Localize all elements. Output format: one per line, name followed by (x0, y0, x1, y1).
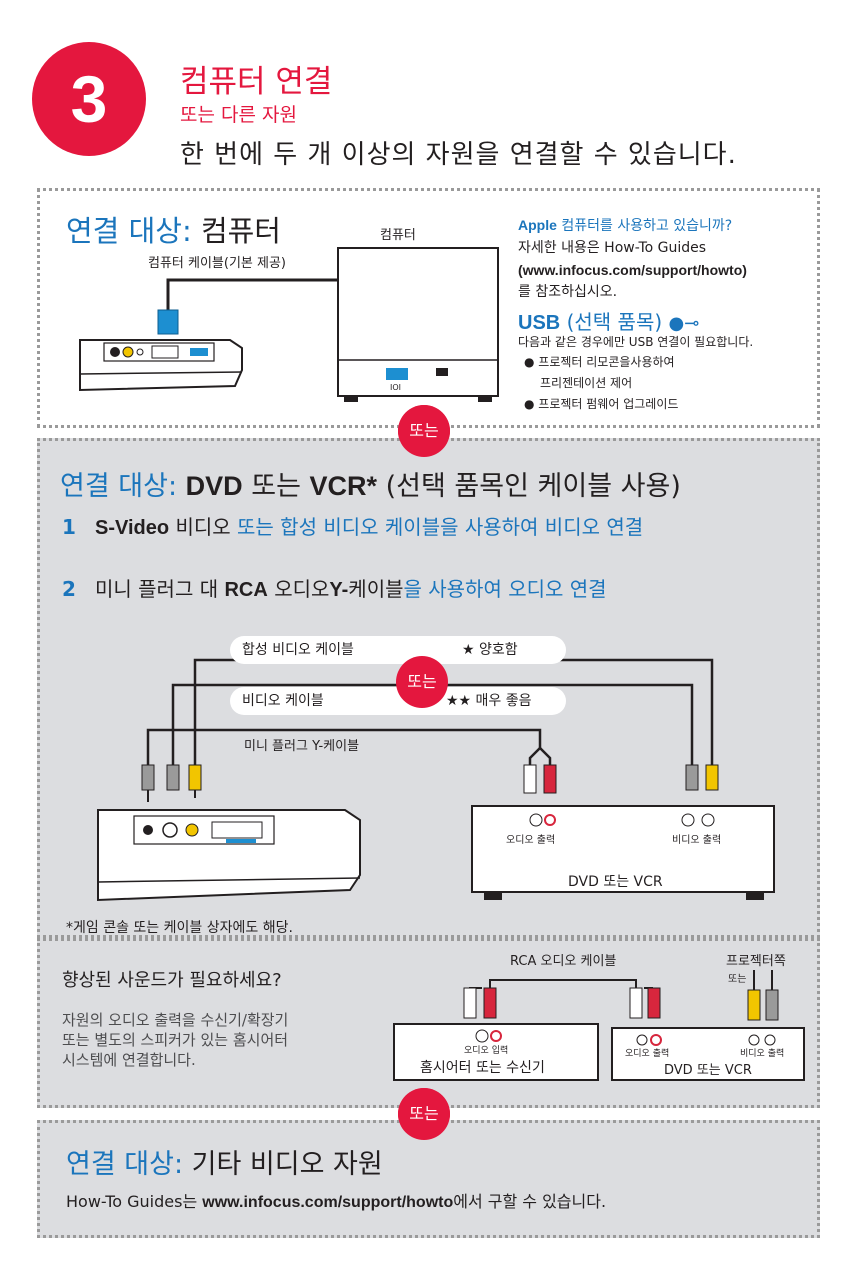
usb-icon: ●⊸ (668, 313, 700, 334)
dvd-heading-bold: DVD (185, 471, 243, 501)
rca-cable-label: RCA 오디오 케이블 (510, 954, 617, 969)
step-subtitle: 또는 다른 자원 (180, 104, 297, 126)
sound-diagram (393, 970, 805, 1081)
other-source-panel (37, 1120, 820, 1238)
dvd-heading-prefix: 연결 대상: (60, 471, 178, 502)
computer-connection-diagram: IOI (79, 247, 499, 402)
dvd-device-label: DVD 또는 VCR (568, 874, 663, 890)
usb-bullet-1: ● 프로젝터 리모콘을사용하여 (524, 355, 675, 369)
sound-body: 자원의 오디오 출력을 수신기/확장기 또는 별도의 스피커가 있는 홈시어터 … (62, 1011, 289, 1069)
heading-prefix: 연결 대상: (66, 214, 192, 248)
dvd-video-out-label: 비디오 출력 (672, 835, 722, 846)
sound-dvd-label: DVD 또는 VCR (664, 1063, 752, 1078)
dvd-heading-mid: 또는 (251, 471, 301, 502)
sound-dvd-audio-out: 오디오 출력 (625, 1049, 670, 1059)
dvd-step-2: 2 미니 플러그 대 RCA 오디오Y-케이블을 사용하여 오디오 연결 (62, 577, 607, 601)
or-badge-1-top: 또는 (398, 405, 450, 457)
miniplug-cable-label: 미니 플러그 Y-케이블 (244, 739, 360, 754)
usb-bullet-list: ● 프로젝터 리모콘을사용하여 프리젠테이션 제어 ● 프로젝터 펌웨어 업그레… (524, 352, 678, 415)
or-badge-cables: 또는 (396, 656, 448, 708)
svg-text:IOI: IOI (390, 383, 401, 392)
apple-url[interactable]: (www.infocus.com/support/howto) (518, 262, 747, 278)
usb-description: 다음과 같은 경우에만 USB 연결이 필요합니다. (518, 335, 754, 349)
step-title: 컴퓨터 연결 (180, 64, 333, 100)
usb-title-bold: USB (518, 312, 561, 334)
other-howto-url[interactable]: www.infocus.com/support/howto (202, 1194, 454, 1211)
composite-cable-label: 합성 비디오 케이블 ★ 양호함 (230, 636, 566, 664)
usb-bullet-1-cont: 프리젠테이션 제어 (540, 376, 633, 390)
or-small-label: 또는 (728, 974, 747, 985)
projector-side-label: 프로젝터쪽 (726, 954, 786, 969)
step-number-badge: 3 (32, 42, 146, 156)
dvd-heading: 연결 대상: DVD 또는 VCR* (선택 품목인 케이블 사용) (60, 464, 681, 503)
dvd-illustration (471, 805, 775, 900)
other-heading: 연결 대상: 기타 비디오 자원 (66, 1149, 383, 1180)
usb-bullet-2: ● 프로젝터 펌웨어 업그레이드 (524, 397, 679, 411)
receiver-input-label: 오디오 입력 (464, 1046, 509, 1056)
sound-heading: 향상된 사운드가 필요하세요? (62, 970, 282, 991)
other-howto-line: How-To Guides는 www.infocus.com/support/h… (66, 1192, 607, 1211)
computer-illustration: IOI (337, 247, 499, 402)
dvd-audio-out-label: 오디오 출력 (506, 835, 556, 846)
receiver-label: 홈시어터 또는 수신기 (420, 1060, 545, 1076)
usb-title-rest: (선택 품목) (566, 310, 663, 334)
projector-illustration (79, 339, 243, 392)
dvd-heading-bold2: VCR* (309, 471, 378, 501)
apple-brand: Apple (518, 217, 557, 233)
apple-question: 컴퓨터를 사용하고 있습니까? (561, 218, 733, 234)
apple-line4: 를 참조하십시오. (518, 284, 618, 300)
projector-illustration-2 (97, 809, 361, 902)
dvd-heading-rest: (선택 품목인 케이블 사용) (385, 471, 681, 502)
step-description: 한 번에 두 개 이상의 자원을 연결할 수 있습니다. (180, 140, 737, 170)
computer-cable-label: 컴퓨터 케이블(기본 제공) (148, 256, 287, 271)
heading-target: 컴퓨터 (200, 214, 281, 248)
apple-note: Apple 컴퓨터를 사용하고 있습니까? 자세한 내용은 How-To Gui… (518, 214, 808, 303)
computer-label: 컴퓨터 (380, 228, 416, 243)
usb-title: USB (선택 품목) ●⊸ (518, 306, 699, 335)
apple-line2: 자세한 내용은 How-To Guides (518, 240, 707, 256)
computer-heading: 연결 대상: 컴퓨터 (66, 208, 281, 250)
dvd-step-1: 1 S-Video 비디오 또는 합성 비디오 케이블을 사용하여 비디오 연결 (62, 515, 644, 539)
sound-dvd-video-out: 비디오 출력 (740, 1049, 785, 1059)
receiver-illustration (393, 1023, 599, 1081)
dvd-footnote: *게임 콘솔 또는 케이블 상자에도 해당. (66, 920, 293, 936)
or-badge-2-top: 또는 (398, 1088, 450, 1140)
